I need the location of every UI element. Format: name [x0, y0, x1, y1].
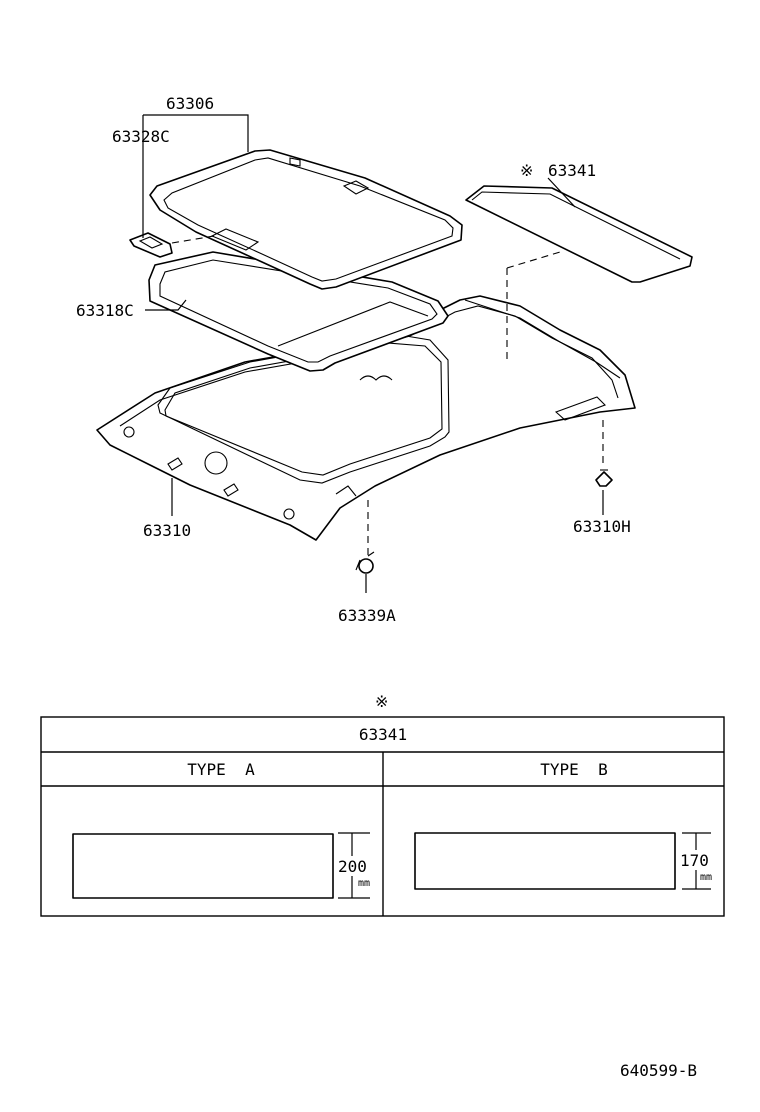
label-weatherstrip: 63318C — [76, 301, 134, 320]
label-sunroof-panel: 63306 — [166, 94, 214, 113]
type-a-dimension-marker — [338, 832, 370, 899]
type-b-label: TYPE B — [540, 760, 607, 779]
type-b-dimension: 170 — [680, 851, 709, 870]
label-seal-bracket: 63328C — [112, 127, 170, 146]
clip-rear-shape — [595, 469, 613, 487]
label-clip-rear: 63310H — [573, 517, 631, 536]
sunroof-panel-shape — [149, 149, 463, 290]
type-b-dimension-marker — [682, 832, 711, 890]
leader-lines — [142, 114, 604, 593]
footer-code: 640599-B — [620, 1061, 697, 1080]
type-b-unit: mm — [700, 872, 712, 883]
label-reinforcement: 63341 — [548, 161, 596, 180]
table-mark: ※ — [375, 692, 388, 711]
type-b-panel — [414, 832, 676, 890]
weatherstrip-shape — [148, 251, 449, 372]
type-a-panel — [72, 833, 334, 899]
label-headlining: 63310 — [143, 521, 191, 540]
reinforcement-shape — [465, 185, 693, 283]
table-header-part-number: 63341 — [359, 725, 407, 744]
type-a-unit: mm — [358, 878, 370, 889]
clip-front-shape — [355, 551, 375, 574]
note-mark-reinforcement: ※ — [520, 161, 533, 180]
type-a-label: TYPE A — [187, 760, 255, 779]
label-clip-front: 63339A — [338, 606, 396, 625]
type-a-dimension: 200 — [338, 857, 367, 876]
seal-bracket-shape — [129, 232, 173, 258]
type-table — [40, 716, 725, 917]
